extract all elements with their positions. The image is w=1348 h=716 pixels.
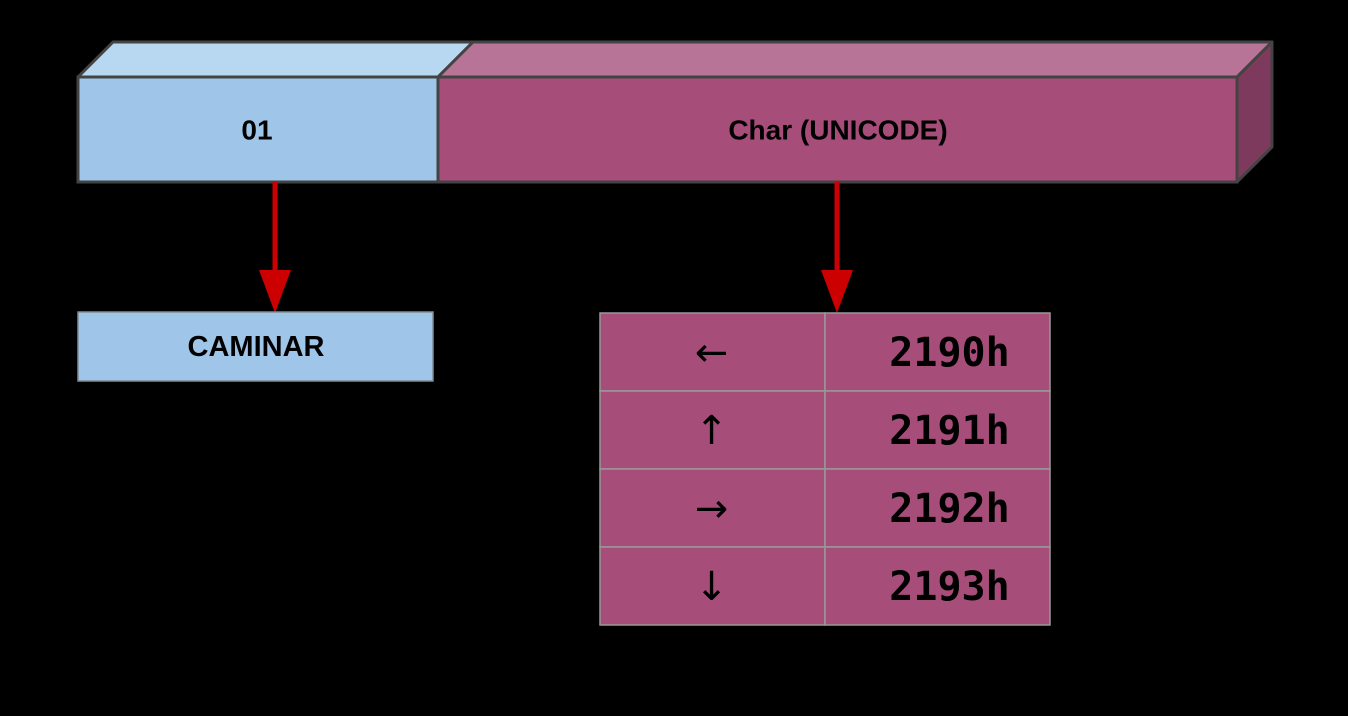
table-row: ← 2190h xyxy=(599,312,1051,392)
down-arrow-icon: ↓ xyxy=(695,564,729,610)
table-row: ↑ 2191h xyxy=(599,390,1051,470)
code-cell xyxy=(824,390,1051,470)
code-cell xyxy=(824,468,1051,548)
glyph-cell xyxy=(599,546,826,626)
payload-segment-top xyxy=(436,40,1274,79)
unicode-code: 2193h xyxy=(889,564,1009,610)
opcode-segment xyxy=(76,75,440,184)
payload-arrow xyxy=(821,182,853,313)
unicode-code: 2192h xyxy=(889,486,1009,532)
opcode-segment-top xyxy=(76,40,475,79)
table-row: → 2192h xyxy=(599,468,1051,548)
glyph-cell xyxy=(599,468,826,548)
left-arrow-icon: ← xyxy=(695,330,729,376)
unicode-table: ← 2190h ↑ 2191h → 2192h ↓ 2193h xyxy=(599,312,1051,626)
result-label: CAMINAR xyxy=(188,331,325,363)
unicode-code: 2191h xyxy=(889,408,1009,454)
payload-label: Char (UNICODE) xyxy=(728,115,947,146)
opcode-label: 01 xyxy=(241,115,272,146)
up-arrow-icon: ↑ xyxy=(695,408,729,454)
unicode-code: 2190h xyxy=(889,330,1009,376)
code-cell xyxy=(824,546,1051,626)
result-box xyxy=(77,311,434,382)
opcode-arrow xyxy=(259,182,291,313)
right-arrow-icon: → xyxy=(695,486,729,532)
table-row: ↓ 2193h xyxy=(599,546,1051,626)
